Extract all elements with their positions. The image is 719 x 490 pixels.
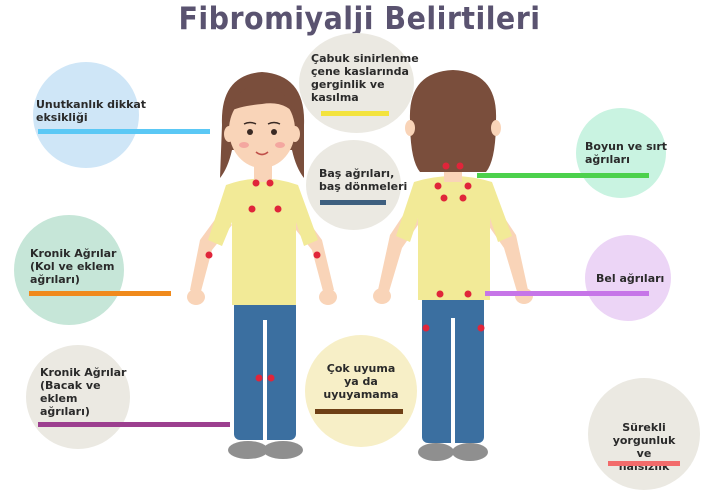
back-shoe-left (418, 443, 454, 461)
bubble-lower-back (585, 235, 671, 321)
figures-illustration (187, 70, 533, 461)
bar-chronic-arm (29, 291, 171, 296)
label-chronic-leg: Kronik Ağrılar (Bacak ve eklem ağrıları) (40, 366, 127, 418)
bubble-memory (33, 62, 139, 168)
front-shirt (208, 178, 318, 305)
bubble-fatigue (588, 378, 700, 490)
front-shoe-left (228, 441, 268, 459)
front-face (229, 92, 295, 168)
front-shoe-right (263, 441, 303, 459)
bar-memory (38, 129, 210, 134)
bar-fatigue (608, 461, 680, 466)
bar-chronic-leg (38, 422, 230, 427)
page-title: Fibromiyalji Belirtileri (178, 1, 541, 37)
label-memory: Unutkanlık dikkat eksikliği (36, 98, 147, 124)
bubble-irritability (299, 33, 414, 133)
bubble-chronic-arm (14, 215, 124, 325)
bar-neck-back (477, 173, 649, 178)
label-sleep: Çok uyuma ya da uyuyamama (323, 362, 399, 401)
bar-sleep (315, 409, 403, 414)
bar-lower-back (485, 291, 649, 296)
label-neck-back: Boyun ve sırt ağrıları (585, 140, 668, 166)
back-shirt (396, 176, 512, 300)
back-figure (373, 70, 533, 461)
back-hair (409, 70, 497, 172)
back-shoe-right (452, 443, 488, 461)
bubble-chronic-leg (26, 345, 130, 449)
label-chronic-arm: Kronik Ağrılar (Kol ve eklem ağrıları) (30, 247, 117, 286)
bar-irritability (321, 111, 389, 116)
label-lower-back: Bel ağrıları (596, 272, 665, 285)
label-headache: Baş ağrıları, baş dönmeleri (319, 167, 408, 193)
bubble-neck-back (576, 108, 666, 198)
label-irritability: Çabuk sinirlenme çene kaslarında gerginl… (311, 52, 419, 104)
bubble-headache (306, 140, 401, 230)
bar-headache (320, 200, 386, 205)
bubble-sleep (305, 335, 417, 447)
front-figure (187, 72, 337, 459)
